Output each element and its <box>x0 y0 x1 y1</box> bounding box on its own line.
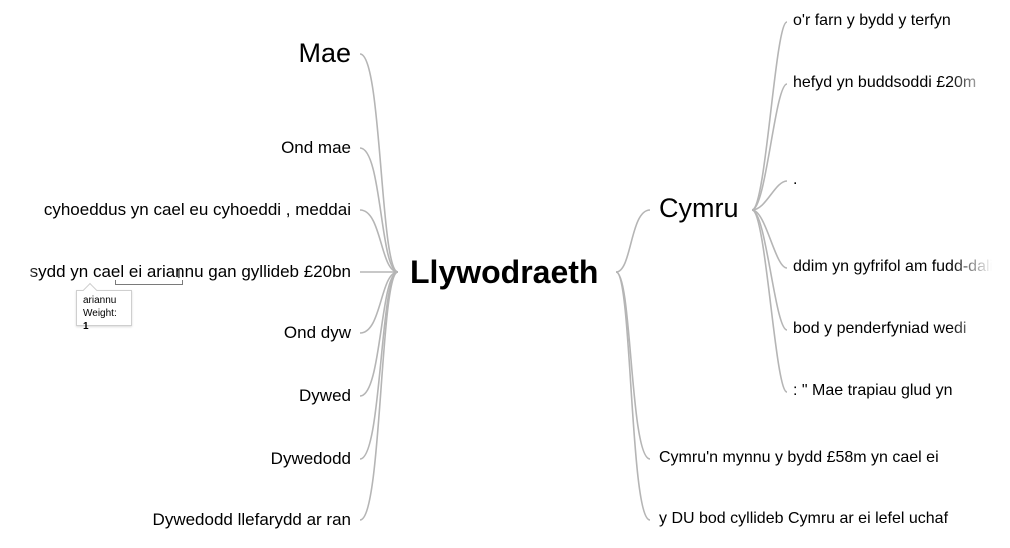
left-link <box>359 53 399 273</box>
child-link <box>751 21 788 211</box>
tooltip-weight-label: Weight: <box>83 308 117 319</box>
highlight-underline <box>115 280 183 285</box>
child-link <box>751 180 788 211</box>
word-tooltip: ariannu Weight: 1 <box>76 282 132 332</box>
left-phrase[interactable]: Mae <box>298 37 351 68</box>
left-phrase[interactable]: Dywedodd <box>270 448 351 468</box>
child-phrase[interactable]: hefyd yn buddsoddi £20m <box>793 74 977 91</box>
child-phrase[interactable]: : " Mae trapiau glud yn <box>793 382 953 399</box>
tooltip-weight: Weight: 1 <box>83 307 125 333</box>
left-link <box>359 271 399 460</box>
left-link <box>359 271 399 334</box>
right-phrase[interactable]: Cymru'n mynnu y bydd £58m yn cael ei <box>659 449 939 466</box>
left-phrase[interactable]: Dywed <box>299 385 351 405</box>
right-phrase[interactable]: y DU bod cyllideb Cymru ar ei lefel ucha… <box>659 510 949 527</box>
child-phrase[interactable]: o'r farn y bydd y terfyn <box>793 12 951 29</box>
left-link <box>359 271 399 521</box>
left-link <box>359 209 399 273</box>
branch-word[interactable]: Cymru <box>659 193 739 223</box>
left-phrase[interactable]: cyhoeddus yn cael eu cyhoeddi , meddai <box>43 199 351 219</box>
child-link <box>751 209 788 269</box>
left-phrase[interactable]: Ond dyw <box>283 322 351 342</box>
left-link <box>359 147 399 273</box>
child-phrase[interactable]: . <box>793 171 798 188</box>
child-link <box>751 209 788 393</box>
text-cursor-icon: I <box>177 265 181 281</box>
child-link <box>751 83 788 211</box>
tooltip-weight-value: 1 <box>83 321 89 332</box>
right-link <box>615 271 651 521</box>
right-link <box>615 271 651 460</box>
right-link <box>615 209 651 273</box>
child-link <box>751 209 788 331</box>
left-phrase[interactable]: Ond mae <box>281 137 351 157</box>
left-phrase[interactable]: Dywedodd llefarydd ar ran <box>152 509 351 529</box>
root-word[interactable]: Llywodraeth <box>410 254 599 290</box>
child-phrase[interactable]: ddim yn gyfrifol am fudd-daliadau <box>793 258 1010 275</box>
tooltip-word: ariannu <box>83 295 117 306</box>
child-phrase[interactable]: bod y penderfyniad wedi <box>793 320 967 337</box>
left-phrase[interactable]: sydd yn cael ei ariannu gan gyllideb £20… <box>29 261 351 281</box>
